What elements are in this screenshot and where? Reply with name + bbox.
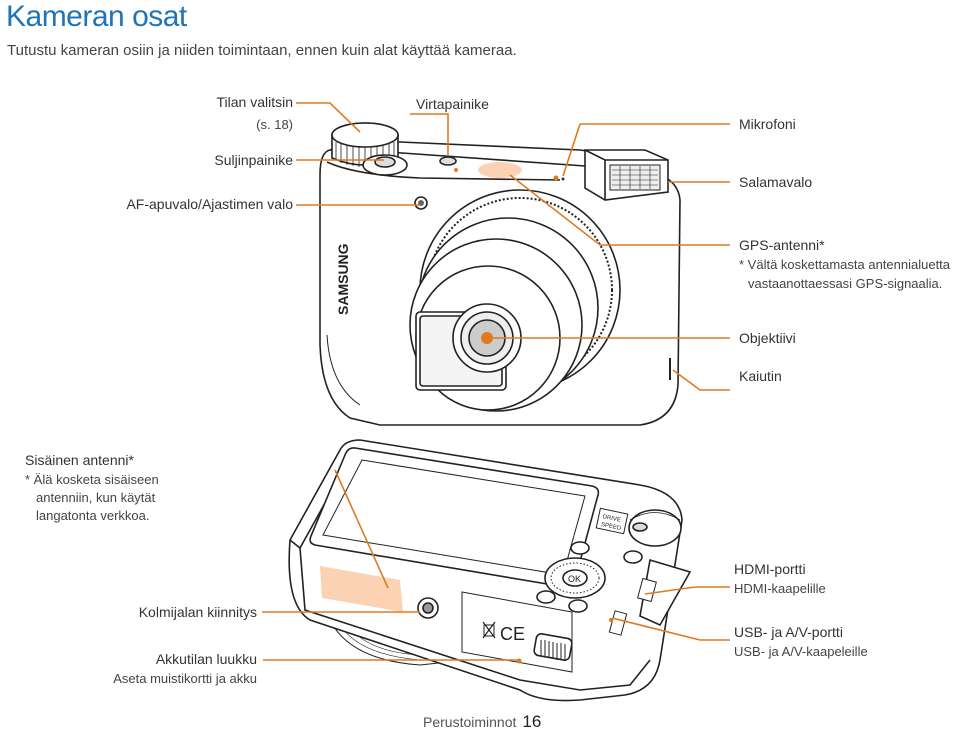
label-gps-note-2: vastaanottaessasi GPS-signaalia. — [748, 276, 943, 291]
label-gps: GPS-antenni* — [739, 237, 825, 253]
back-camera: CE DRIVE SPEED OK — [288, 439, 692, 702]
label-mode-dial: Tilan valitsin — [216, 94, 293, 110]
label-lens: Objektiivi — [739, 330, 796, 346]
label-shutter: Suljinpainike — [214, 152, 293, 168]
front-leader-lines — [296, 102, 730, 391]
label-tripod: Kolmijalan kiinnitys — [138, 604, 257, 620]
label-hdmi: HDMI-portti — [734, 561, 806, 577]
label-battery: Akkutilan luukku — [155, 651, 257, 667]
front-camera: SAMSUNG — [319, 122, 681, 426]
lcd-screen — [309, 447, 600, 588]
label-flash: Salamavalo — [739, 174, 813, 190]
svg-text:OK: OK — [568, 574, 581, 584]
svg-text:SPEED: SPEED — [600, 522, 622, 532]
flash-unit-drawing — [584, 149, 669, 201]
label-usb: USB- ja A/V-portti — [734, 624, 843, 640]
power-button-drawing — [439, 156, 458, 172]
page-number: 16 — [522, 712, 542, 731]
page-footer: Perustoiminnot 16 — [423, 712, 541, 732]
label-usb-note: USB- ja A/V-kaapeleille — [734, 644, 868, 659]
drive-speed-marking: DRIVE SPEED — [595, 507, 629, 535]
footer-section: Perustoiminnot — [423, 714, 517, 730]
back-leader-lines — [262, 469, 730, 661]
label-antenna-note-3: langatonta verkkoa. — [36, 508, 150, 523]
label-gps-note-1: * Vältä koskettamasta antennialuetta — [739, 257, 951, 272]
label-af-lamp: AF-apuvalo/Ajastimen valo — [126, 196, 293, 212]
label-power: Virtapainike — [416, 96, 489, 112]
svg-text:DRIVE: DRIVE — [602, 514, 621, 524]
label-mic: Mikrofoni — [739, 116, 796, 132]
label-battery-note: Aseta muistikortti ja akku — [113, 671, 257, 686]
label-antenna-note-2: antenniin, kun käytät — [36, 490, 156, 505]
label-antenna: Sisäinen antenni* — [25, 452, 134, 468]
shutter-button-drawing — [362, 154, 408, 176]
label-mode-dial-ref: (s. 18) — [256, 117, 293, 132]
page-subtitle: Tutustu kameran osiin ja niiden toiminta… — [7, 42, 517, 59]
gps-area-highlight — [478, 162, 522, 178]
antenna-area-highlight — [320, 566, 403, 612]
navigation-wheel: OK — [544, 557, 606, 599]
page-title: Kameran osat — [6, 0, 187, 33]
label-hdmi-note: HDMI-kaapelille — [734, 581, 826, 596]
brand-text: SAMSUNG — [335, 243, 351, 315]
ce-mark: CE — [500, 624, 525, 644]
label-speaker: Kaiutin — [739, 368, 782, 384]
lens-drawing — [409, 189, 621, 412]
label-antenna-note-1: * Älä kosketa sisäiseen — [25, 472, 159, 487]
